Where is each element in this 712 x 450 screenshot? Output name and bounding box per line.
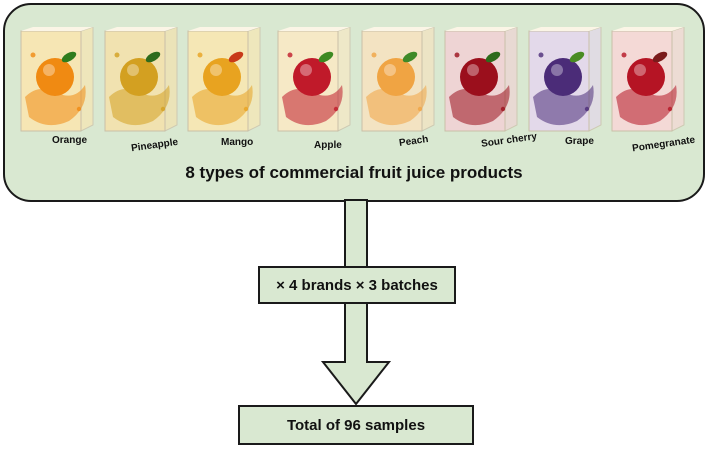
peach-icon — [361, 27, 435, 132]
brands-batches-box: × 4 brands × 3 batches — [258, 266, 456, 304]
grape-icon — [528, 27, 602, 132]
product-label: Apple — [314, 140, 342, 151]
cherry-icon — [444, 27, 518, 132]
pomegranate-icon — [611, 27, 685, 132]
product-label: Mango — [221, 137, 254, 148]
product-label: Orange — [52, 135, 88, 146]
total-samples-box: Total of 96 samples — [238, 405, 474, 445]
products-title: 8 types of commercial fruit juice produc… — [185, 163, 523, 182]
apple-icon — [277, 27, 351, 132]
mango-icon — [187, 27, 261, 132]
pineapple-icon — [104, 27, 178, 132]
orange-icon — [20, 27, 94, 132]
connector-arrow-lower — [320, 301, 392, 406]
product-label: Grape — [565, 136, 594, 147]
connector-shaft-upper — [344, 199, 368, 269]
